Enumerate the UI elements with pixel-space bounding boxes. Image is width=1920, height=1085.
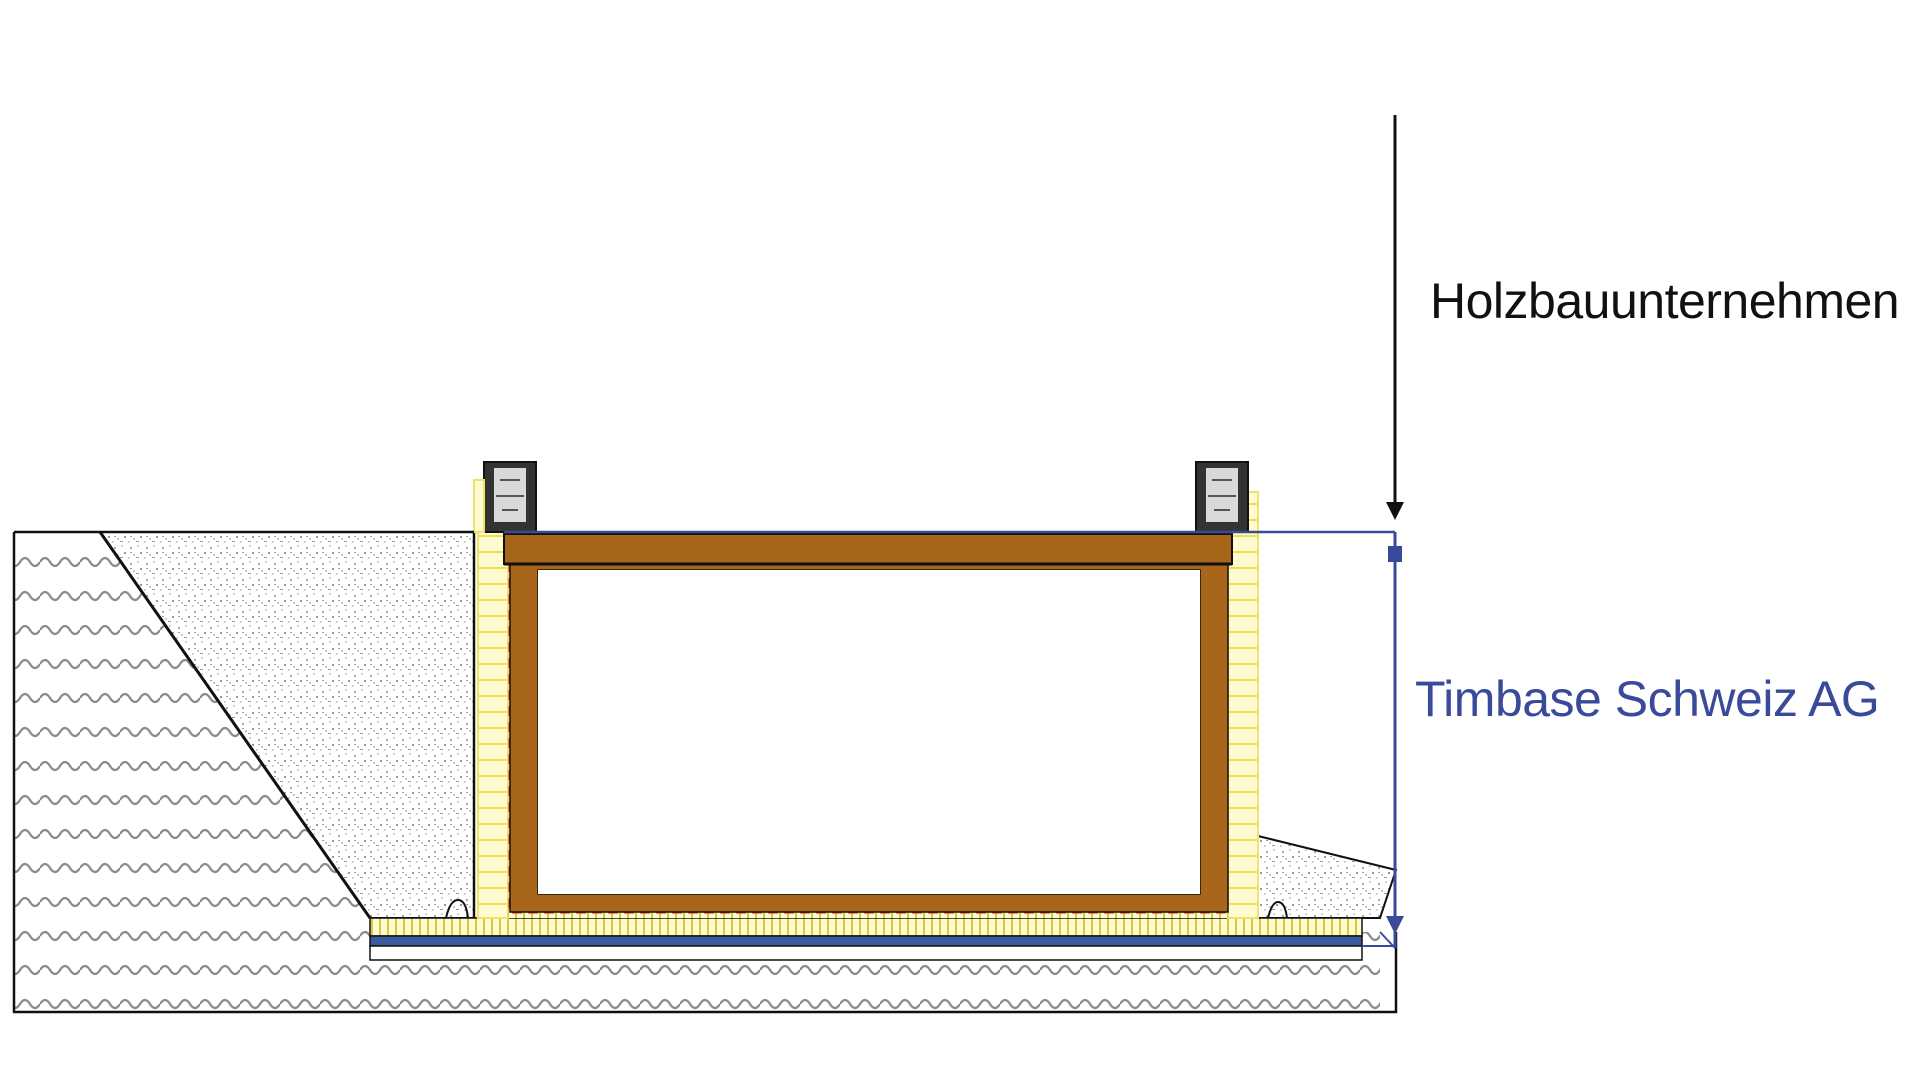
- label-holzbauunternehmen: Holzbauunternehmen: [1430, 273, 1900, 329]
- section-outline: [12, 530, 1398, 1014]
- post-right: [1195, 461, 1249, 533]
- scope-line-upper: [1386, 115, 1404, 520]
- timber-box-frame: [503, 533, 1233, 913]
- gravel-backfill-right: [1257, 834, 1398, 919]
- post-left: [473, 461, 537, 533]
- base-slab: [369, 917, 1363, 961]
- label-timbase: Timbase Schweiz AG: [1415, 671, 1880, 727]
- scope-line-lower: [504, 530, 1404, 949]
